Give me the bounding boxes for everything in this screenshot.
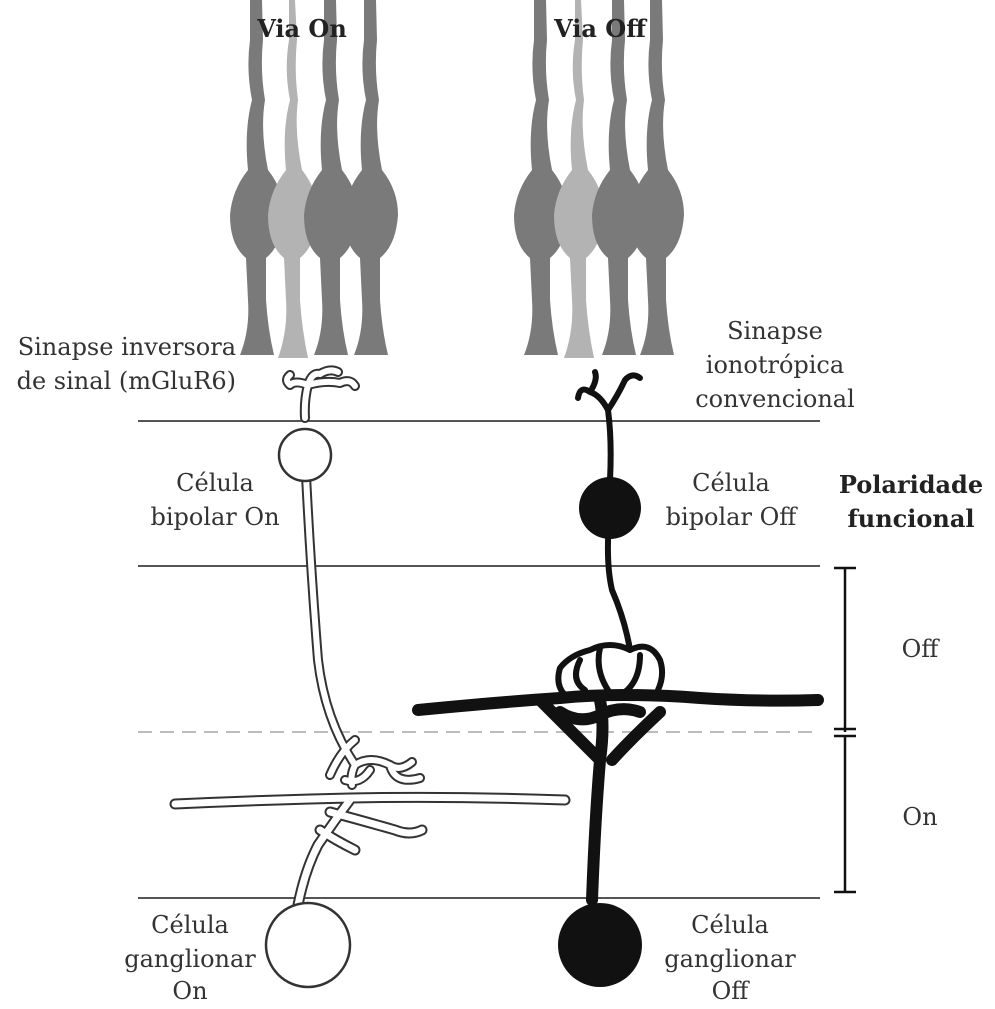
photoreceptors-on xyxy=(230,0,398,358)
off-bipolar-label-line2: bipolar Off xyxy=(656,500,806,534)
rod-photoreceptor xyxy=(268,0,318,358)
via-off-title: Via Off xyxy=(530,12,670,46)
off-bipolar-terminal xyxy=(558,645,662,695)
off-ganglion-label-line2: ganglionar xyxy=(660,942,800,976)
polarity-bracket xyxy=(834,568,856,892)
on-ganglion-label-line2: ganglionar xyxy=(120,942,260,976)
on-ganglion-label-line1: Célula xyxy=(120,908,260,942)
off-synapse-label-line2: ionotrópica xyxy=(690,348,860,382)
on-ganglion-soma xyxy=(266,903,350,987)
on-bipolar-dendrites xyxy=(287,370,355,418)
cone-photoreceptor xyxy=(304,0,358,355)
on-bipolar-label-line1: Célula xyxy=(140,466,290,500)
on-bipolar-label-line2: bipolar On xyxy=(140,500,290,534)
cone-photoreceptor xyxy=(592,0,646,355)
off-ganglion-label-line1: Célula xyxy=(660,908,800,942)
polarity-title-line2: funcional xyxy=(836,502,986,536)
cone-photoreceptor xyxy=(344,0,398,355)
polarity-off-label: Off xyxy=(880,632,960,666)
photoreceptors-off xyxy=(514,0,684,358)
off-ganglion-soma xyxy=(558,903,642,987)
cone-photoreceptor xyxy=(230,0,284,355)
off-synapse-label-line1: Sinapse xyxy=(690,314,860,348)
off-bipolar-soma xyxy=(579,477,641,539)
cone-photoreceptor xyxy=(630,0,684,355)
on-synapse-label-line2: de sinal (mGluR6) xyxy=(10,364,236,398)
off-synapse-label-line3: convencional xyxy=(690,382,860,416)
off-ganglion-label-line3: Off xyxy=(660,974,800,1008)
rod-photoreceptor xyxy=(554,0,604,358)
polarity-on-label: On xyxy=(880,800,960,834)
off-bipolar-dendrites xyxy=(578,372,640,480)
on-synapse-label-line1: Sinapse inversora xyxy=(10,330,236,364)
on-ganglion-dendrites xyxy=(175,797,565,905)
polarity-title-line1: Polaridade xyxy=(836,468,986,502)
via-on-title: Via On xyxy=(232,12,372,46)
off-bipolar-label-line1: Célula xyxy=(656,466,806,500)
on-ganglion-label-line3: On xyxy=(120,974,260,1008)
cone-photoreceptor xyxy=(514,0,568,355)
